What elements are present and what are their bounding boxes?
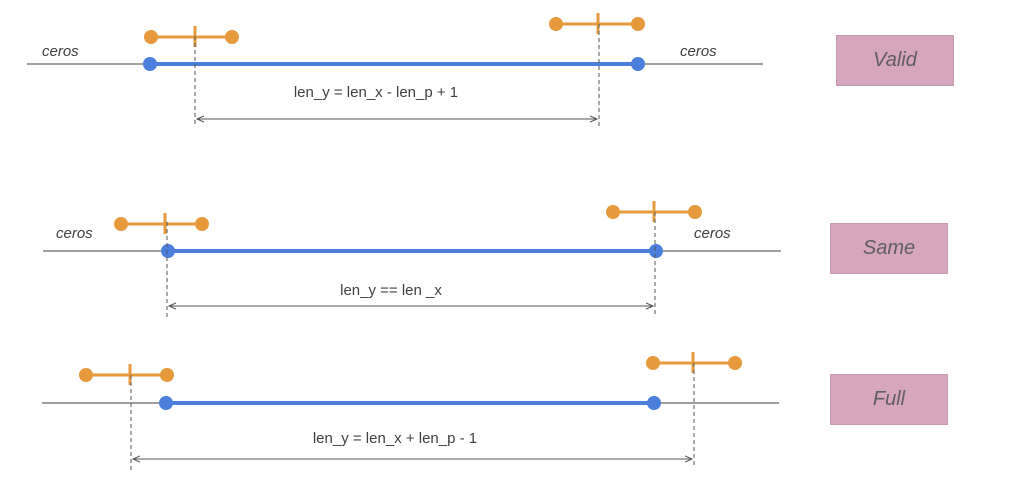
kernel-right xyxy=(646,352,742,373)
signal-start-dot xyxy=(143,57,157,71)
mode-label-same: Same xyxy=(830,223,948,274)
mode-label-full: Full xyxy=(830,374,948,425)
signal-end-dot xyxy=(649,244,663,258)
row-valid: ceros ceros len_y = len_x - len_p + 1 xyxy=(27,13,763,126)
ceros-right-label: ceros xyxy=(680,43,717,60)
signal-start-dot xyxy=(159,396,173,410)
ceros-right-label: ceros xyxy=(694,225,731,242)
kernel-left xyxy=(114,213,209,234)
signal-start-dot xyxy=(161,244,175,258)
kernel-right xyxy=(549,13,645,34)
formula-label: len_y = len_x - len_p + 1 xyxy=(294,84,458,101)
row-full: len_y = len_x + len_p - 1 xyxy=(42,352,779,473)
kernel-left xyxy=(144,26,239,47)
formula-label: len_y = len_x + len_p - 1 xyxy=(313,430,477,447)
mode-label-valid: Valid xyxy=(836,35,954,86)
formula-label: len_y == len _x xyxy=(340,282,442,299)
row-same: ceros ceros len_y == len _x xyxy=(43,201,781,318)
signal-end-dot xyxy=(631,57,645,71)
ceros-left-label: ceros xyxy=(56,225,93,242)
signal-end-dot xyxy=(647,396,661,410)
ceros-left-label: ceros xyxy=(42,43,79,60)
kernel-right xyxy=(606,201,702,222)
kernel-left xyxy=(79,364,174,385)
